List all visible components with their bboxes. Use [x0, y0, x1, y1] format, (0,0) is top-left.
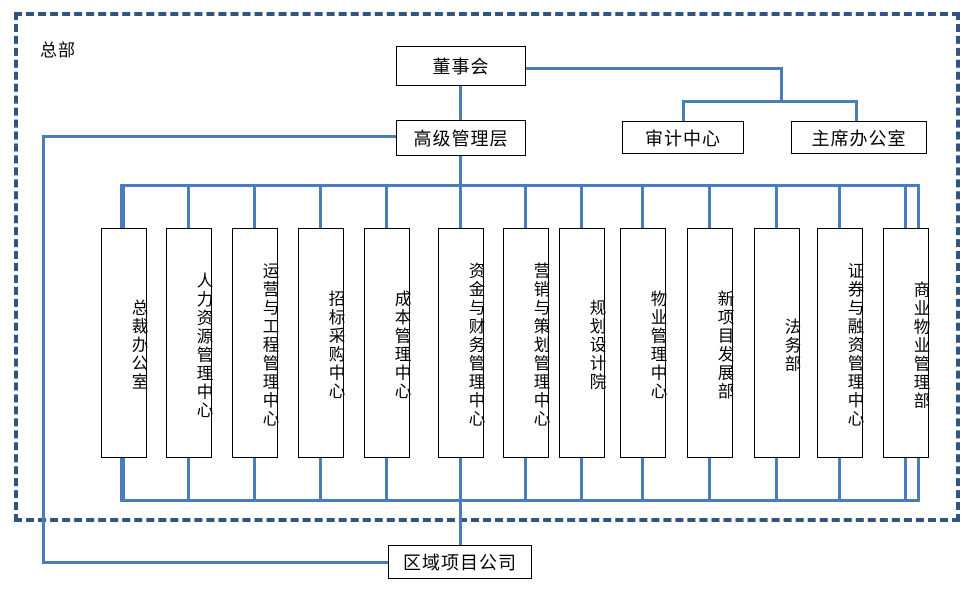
dept-box-9[interactable]: 物业管理中心: [620, 228, 666, 458]
dept-stub-bottom-12: [838, 456, 841, 501]
dept-label-12: 证券与融资管理中心: [845, 262, 863, 429]
dept-stub-bottom-13: [904, 456, 907, 501]
dept-stub-top-4: [319, 184, 322, 230]
dept-label-13: 商业物业管理部: [911, 280, 929, 411]
dept-stub-bottom-10: [708, 456, 711, 501]
dept-label-9: 物业管理中心: [648, 290, 666, 401]
dept-stub-bottom-1: [122, 456, 125, 501]
dept-box-7[interactable]: 营销与策划管理中心: [503, 228, 549, 458]
node-senior-management[interactable]: 高级管理层: [396, 120, 526, 156]
connector-chairman-drop: [855, 100, 858, 122]
dept-label-11: 法务部: [782, 317, 800, 374]
dept-label-8: 规划设计院: [587, 299, 605, 392]
dept-stub-top-1: [122, 184, 125, 230]
dept-box-10[interactable]: 新项目发展部: [687, 228, 733, 458]
connector-senior-to-bus: [459, 155, 462, 185]
dept-box-13[interactable]: 商业物业管理部: [883, 228, 929, 458]
dept-stub-bottom-11: [775, 456, 778, 501]
dept-stub-top-6: [459, 184, 462, 230]
dept-box-2[interactable]: 人力资源管理中心: [166, 228, 212, 458]
dept-box-1[interactable]: 总裁办公室: [101, 228, 147, 458]
dept-label-3: 运营与工程管理中心: [260, 262, 278, 429]
connector-bus-to-regional: [459, 499, 462, 546]
dept-stub-bottom-4: [319, 456, 322, 501]
dept-box-5[interactable]: 成本管理中心: [364, 228, 410, 458]
dept-box-11[interactable]: 法务部: [754, 228, 800, 458]
dept-label-10: 新项目发展部: [715, 290, 733, 401]
dept-stub-top-13: [904, 184, 907, 230]
dept-stub-bottom-6: [459, 456, 462, 501]
dept-box-12[interactable]: 证券与融资管理中心: [817, 228, 863, 458]
node-regional-project-company[interactable]: 区域项目公司: [388, 545, 532, 579]
dept-stub-top-5: [385, 184, 388, 230]
dept-stub-top-11: [775, 184, 778, 230]
dept-box-8[interactable]: 规划设计院: [559, 228, 605, 458]
node-board[interactable]: 董事会: [396, 46, 526, 86]
connector-left-to-regional-h: [42, 561, 390, 564]
dept-box-3[interactable]: 运营与工程管理中心: [232, 228, 278, 458]
dept-stub-top-10: [708, 184, 711, 230]
connector-bus-left-end-v: [120, 184, 123, 228]
node-chairman-office[interactable]: 主席办公室: [791, 121, 927, 154]
connector-bus-right-end-v: [917, 184, 920, 228]
headquarters-boundary: [14, 12, 960, 522]
dept-stub-bottom-7: [524, 456, 527, 501]
dept-box-6[interactable]: 资金与财务管理中心: [438, 228, 484, 458]
connector-audit-drop: [682, 100, 685, 122]
node-audit-center[interactable]: 审计中心: [622, 121, 744, 154]
dept-stub-top-8: [580, 184, 583, 230]
connector-right-bus-h: [682, 100, 858, 103]
connector-board-right-h: [525, 67, 783, 70]
dept-stub-top-7: [524, 184, 527, 230]
connector-left-outer-v: [42, 135, 45, 563]
dept-stub-top-3: [253, 184, 256, 230]
dept-label-2: 人力资源管理中心: [194, 271, 212, 420]
connector-bottom-right-end-v: [917, 458, 920, 502]
connector-senior-left-h: [42, 135, 398, 138]
dept-label-4: 招标采购中心: [326, 290, 344, 401]
headquarters-label: 总部: [40, 41, 76, 60]
dept-label-5: 成本管理中心: [392, 290, 410, 401]
dept-stub-bottom-9: [641, 456, 644, 501]
dept-label-7: 营销与策划管理中心: [531, 262, 549, 429]
department-top-bus: [120, 184, 920, 187]
dept-stub-top-12: [838, 184, 841, 230]
dept-label-1: 总裁办公室: [129, 299, 147, 392]
dept-stub-bottom-8: [580, 456, 583, 501]
department-bottom-bus: [120, 499, 920, 502]
dept-stub-top-2: [187, 184, 190, 230]
dept-stub-bottom-5: [385, 456, 388, 501]
dept-box-4[interactable]: 招标采购中心: [298, 228, 344, 458]
dept-stub-top-9: [641, 184, 644, 230]
dept-label-6: 资金与财务管理中心: [466, 262, 484, 429]
dept-stub-bottom-2: [187, 456, 190, 501]
connector-board-to-senior: [459, 85, 462, 121]
dept-stub-bottom-3: [253, 456, 256, 501]
connector-board-right-v: [780, 67, 783, 103]
connector-bottom-left-end-v: [120, 458, 123, 502]
